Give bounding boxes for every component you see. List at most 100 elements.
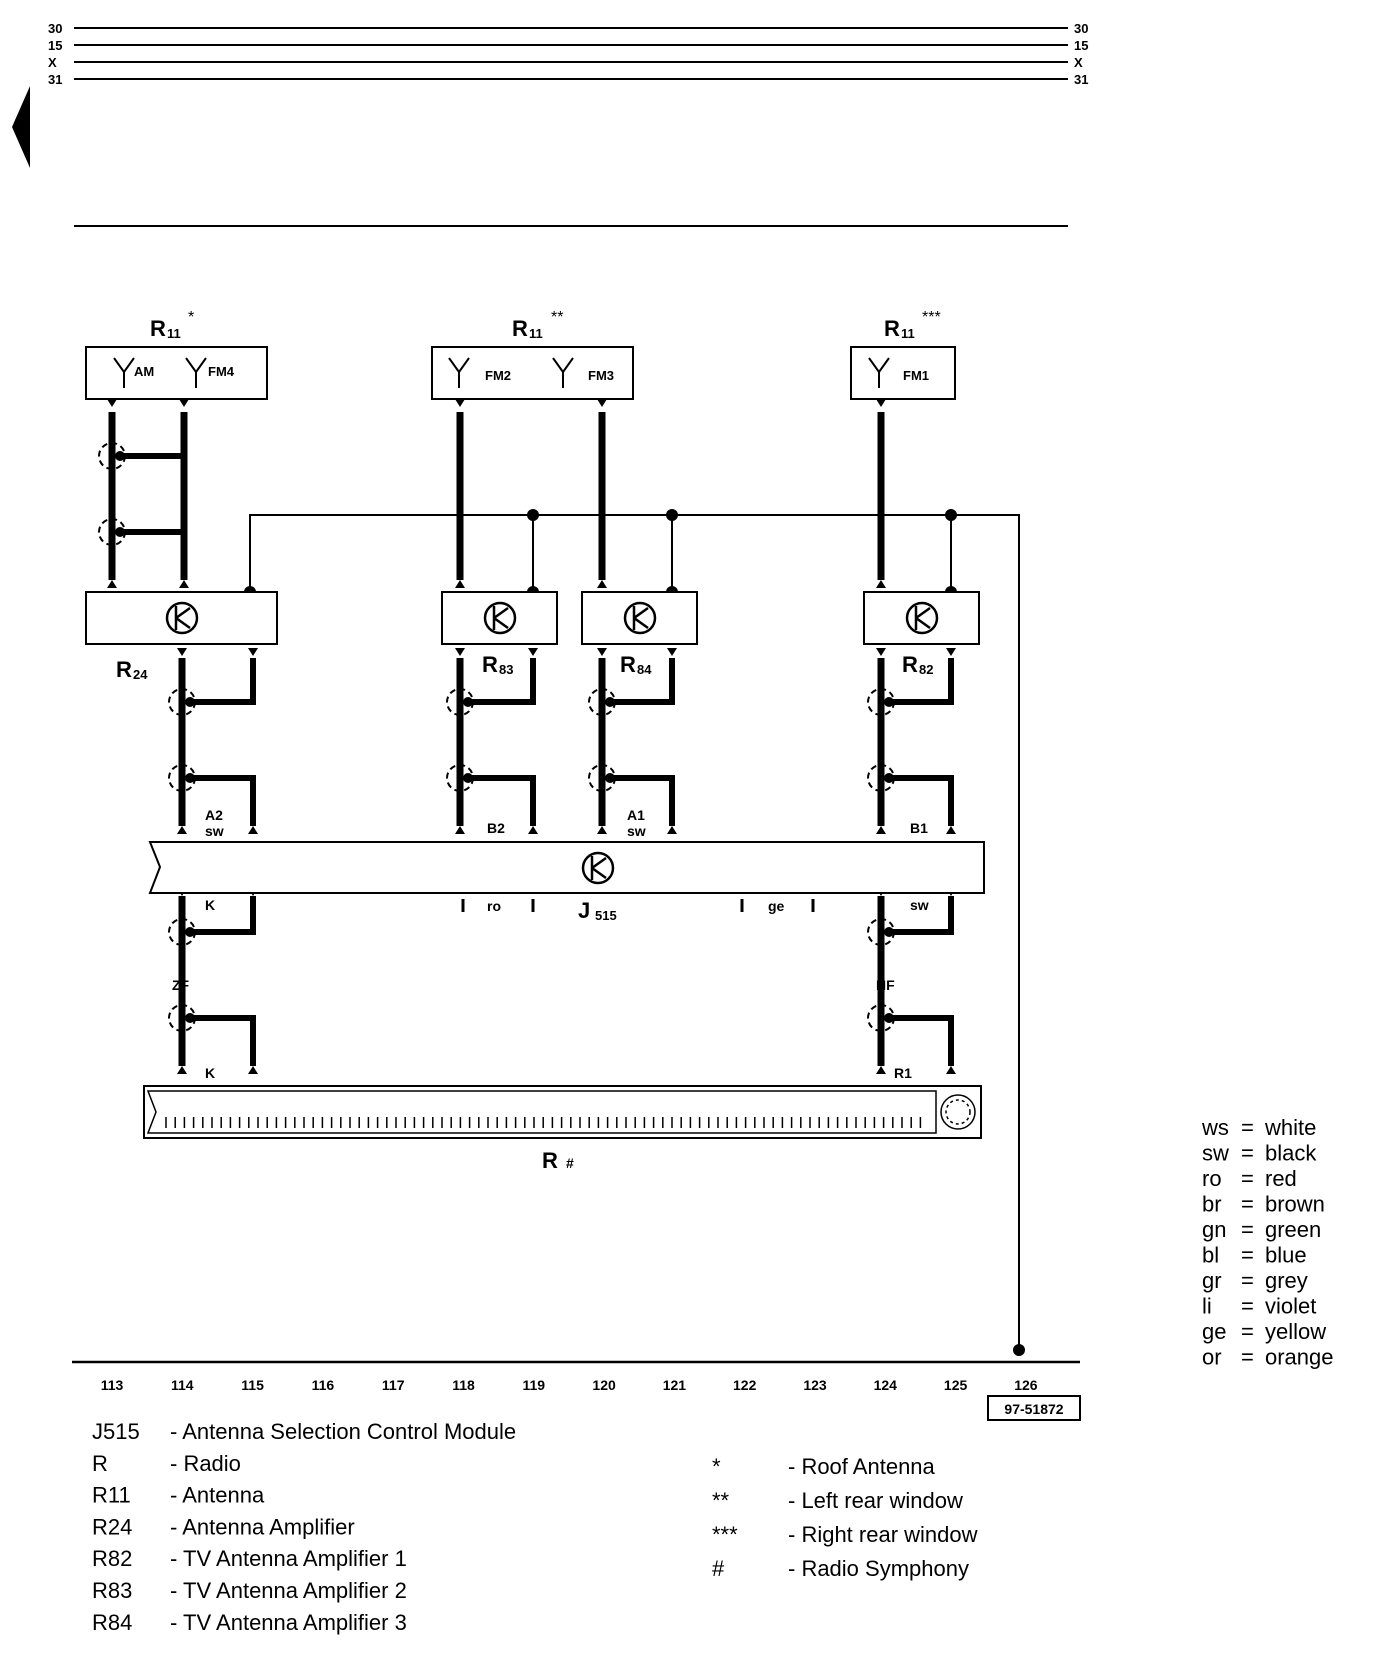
component-code: R11 xyxy=(92,1483,131,1508)
antenna-r11-left-rear-mark: ** xyxy=(551,309,563,326)
note-description: - Left rear window xyxy=(788,1488,963,1513)
color-name: green xyxy=(1265,1217,1321,1242)
color-name: yellow xyxy=(1265,1319,1326,1344)
component-description: - Antenna Selection Control Module xyxy=(170,1419,516,1444)
color-code: or xyxy=(1202,1345,1222,1370)
color-code: ge xyxy=(1202,1319,1226,1344)
antenna-r11-right-rear-label: R xyxy=(884,316,900,341)
antenna-am-icon xyxy=(113,357,135,388)
color-equals: = xyxy=(1241,1217,1254,1242)
amplifier-r82: R 82 xyxy=(863,591,980,677)
antenna-fm4-label: FM4 xyxy=(208,364,235,379)
diagram-code: 97-51872 xyxy=(1004,1401,1063,1417)
power-bus xyxy=(74,27,1068,80)
track-number: 126 xyxy=(1014,1377,1038,1393)
color-name: orange xyxy=(1265,1345,1334,1370)
antenna-r11-roof-mark: * xyxy=(188,309,194,326)
amplifier-r83-label: R xyxy=(482,652,498,677)
bus-labels-right: 30 15 X 31 xyxy=(1074,21,1088,87)
component-legend: J515- Antenna Selection Control ModuleR-… xyxy=(92,1419,516,1635)
antenna-fm1-label: FM1 xyxy=(903,368,929,383)
track-number: 121 xyxy=(663,1377,687,1393)
bus-label-31: 31 xyxy=(48,72,62,87)
color-name: white xyxy=(1264,1115,1316,1140)
color-code: li xyxy=(1202,1294,1212,1319)
bus-label-x-right: X xyxy=(1074,55,1083,70)
pin-arrows xyxy=(107,399,956,1074)
track-number: 117 xyxy=(382,1377,405,1393)
track-number: 122 xyxy=(733,1377,757,1393)
track-number: 120 xyxy=(592,1377,616,1393)
shield-junctions xyxy=(115,451,894,1023)
color-code: gn xyxy=(1202,1217,1226,1242)
antenna-fm1-icon xyxy=(868,357,890,388)
bus-label-x: X xyxy=(48,55,57,70)
bus-label-31-right: 31 xyxy=(1074,72,1088,87)
antenna-r11-roof: AM FM4 R 11 * xyxy=(85,309,268,400)
antenna-r11-right-rear-sub: 11 xyxy=(901,326,915,341)
component-description: - Antenna Amplifier xyxy=(170,1514,355,1539)
note-symbol: *** xyxy=(712,1522,738,1547)
antenna-r11-right-rear: FM1 R 11 *** xyxy=(850,309,956,400)
module-pin-labels: A2 sw B2 A1 sw B1 K ro ge sw ZF HF K R1 xyxy=(172,807,929,1081)
ground-drops xyxy=(532,515,952,592)
unused-pin-stubs xyxy=(461,899,815,912)
color-code: ro xyxy=(1202,1166,1222,1191)
radio-connector-icon xyxy=(940,1094,976,1130)
color-code: ws xyxy=(1201,1115,1229,1140)
pin-k-label: K xyxy=(205,897,215,913)
amplifier-r24-label: R xyxy=(116,657,132,682)
track-number: 125 xyxy=(944,1377,968,1393)
note-description: - Right rear window xyxy=(788,1522,978,1547)
color-code: br xyxy=(1202,1192,1222,1217)
pin-hf-label: HF xyxy=(876,977,895,993)
track-number: 118 xyxy=(452,1377,475,1393)
amplifier-symbol-icon xyxy=(623,601,657,635)
pin-a2-label: A2 xyxy=(205,807,223,823)
radio-label: R xyxy=(542,1148,558,1173)
antenna-fm3-label: FM3 xyxy=(588,368,614,383)
pin-zf-label: ZF xyxy=(172,977,190,993)
module-j515: J 515 xyxy=(148,841,985,923)
pin-b1-label: B1 xyxy=(910,820,928,836)
radio-pin-k-label: K xyxy=(205,1065,215,1081)
module-j515-label: J xyxy=(578,898,590,923)
antenna-r11-right-rear-mark: *** xyxy=(922,309,941,326)
component-code: R xyxy=(92,1451,108,1476)
pin-a1-label: A1 xyxy=(627,807,645,823)
pin-ge-label: ge xyxy=(768,898,785,914)
track-number: 115 xyxy=(241,1377,264,1393)
component-description: - TV Antenna Amplifier 3 xyxy=(170,1610,407,1635)
antenna-fm3-icon xyxy=(552,357,574,388)
color-equals: = xyxy=(1241,1268,1254,1293)
color-equals: = xyxy=(1241,1115,1254,1140)
color-equals: = xyxy=(1241,1294,1254,1319)
antenna-r11-roof-label: R xyxy=(150,316,166,341)
antenna-fm2-icon xyxy=(448,357,470,388)
component-description: - Antenna xyxy=(170,1483,265,1508)
radio-connector-pins xyxy=(165,1117,922,1128)
radio-pin-r1-label: R1 xyxy=(894,1065,912,1081)
previous-page-arrow-icon[interactable] xyxy=(12,86,30,168)
antenna-am-label: AM xyxy=(134,364,154,379)
track-number: 116 xyxy=(312,1377,335,1393)
amplifier-r24: R 24 xyxy=(85,591,278,682)
color-equals: = xyxy=(1241,1141,1254,1166)
module-j515-sub: 515 xyxy=(595,908,617,923)
color-equals: = xyxy=(1241,1166,1254,1191)
component-code: R83 xyxy=(92,1578,132,1603)
ground-wire xyxy=(249,514,1020,1350)
color-code: sw xyxy=(1202,1141,1229,1166)
note-symbol: # xyxy=(712,1556,725,1581)
pin-ro-label: ro xyxy=(487,898,501,914)
color-equals: = xyxy=(1241,1192,1254,1217)
component-description: - TV Antenna Amplifier 1 xyxy=(170,1546,407,1571)
bus-label-30-right: 30 xyxy=(1074,21,1088,36)
color-equals: = xyxy=(1241,1243,1254,1268)
bus-label-15: 15 xyxy=(48,38,62,53)
amplifier-r84: R 84 xyxy=(581,591,698,677)
radio-unit: R # xyxy=(143,1085,982,1173)
color-equals: = xyxy=(1241,1345,1254,1370)
bus-label-15-right: 15 xyxy=(1074,38,1088,53)
bus-labels-left: 30 15 X 31 xyxy=(48,21,62,87)
